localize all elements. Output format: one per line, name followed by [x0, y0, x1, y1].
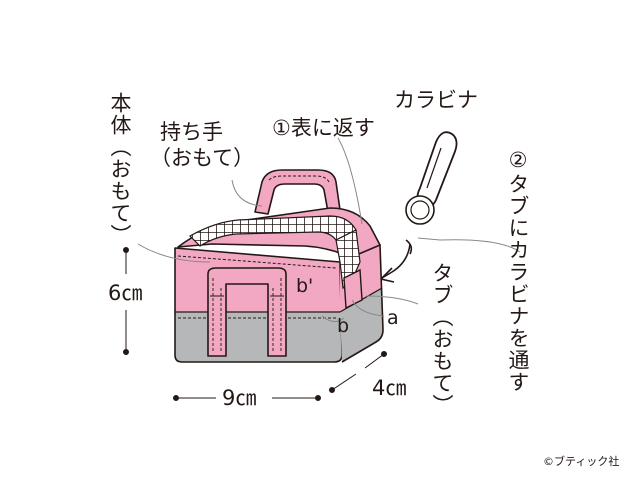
label-handle-line1: 持ち手 [160, 120, 223, 144]
arrow [381, 243, 411, 279]
bag-handle [254, 169, 341, 215]
label-step2: ②タブにカラビナを通す [506, 148, 530, 393]
label-carabiner: カラビナ [394, 88, 478, 112]
dimension-depth: 4㎝ [372, 376, 407, 400]
dimension-width: 9㎝ [222, 386, 257, 410]
point-b: b [337, 315, 350, 337]
front-strap [207, 267, 287, 357]
label-handle-line2: （おもて） [150, 146, 255, 170]
label-tab-face: タブ（おもて） [430, 262, 454, 416]
point-b-prime: b' [296, 275, 314, 297]
label-body-face: 本体（おもて） [108, 92, 132, 246]
bag-front-face [174, 247, 343, 363]
point-a: a [387, 307, 399, 329]
credit-text: ©ブティック社 [543, 455, 620, 468]
carabiner-icon [405, 131, 458, 225]
leader-lines [137, 137, 521, 322]
label-step1: ①表に返す [272, 116, 375, 140]
tab [343, 268, 363, 310]
dimension-lines [123, 247, 387, 401]
dimension-height: 6㎝ [108, 281, 143, 305]
